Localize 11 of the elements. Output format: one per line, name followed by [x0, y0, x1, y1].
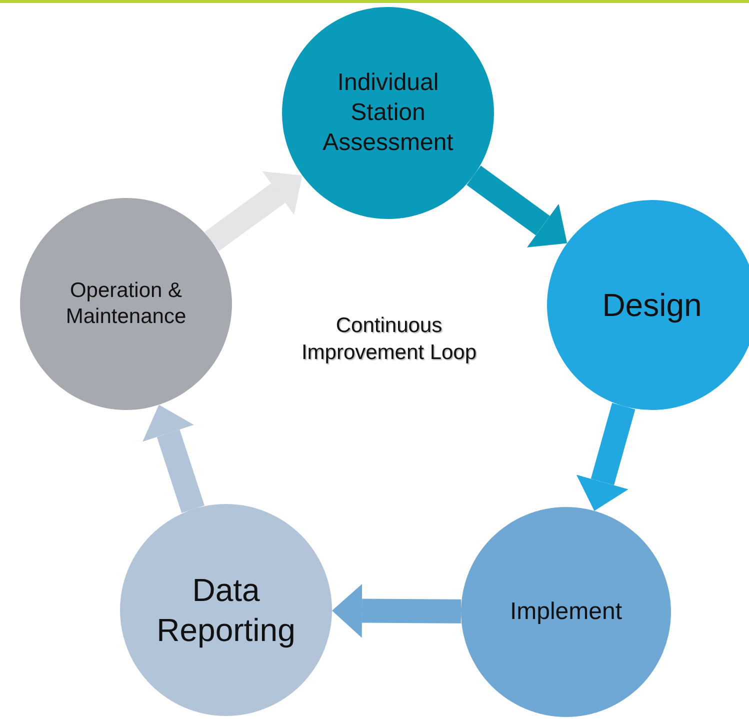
block-arrow	[204, 171, 302, 252]
center-label: Continuous Improvement Loop	[300, 313, 478, 366]
block-arrow	[332, 584, 462, 638]
step-label: Data Reporting	[156, 571, 296, 650]
block-arrow	[466, 166, 568, 248]
block-arrow	[142, 404, 204, 513]
step-label: Design	[602, 286, 702, 325]
block-arrow	[576, 402, 636, 511]
step-label: Individual Station Assessment	[322, 68, 454, 158]
step-label: Operation & Maintenance	[64, 278, 188, 330]
step-label: Implement	[510, 597, 622, 627]
